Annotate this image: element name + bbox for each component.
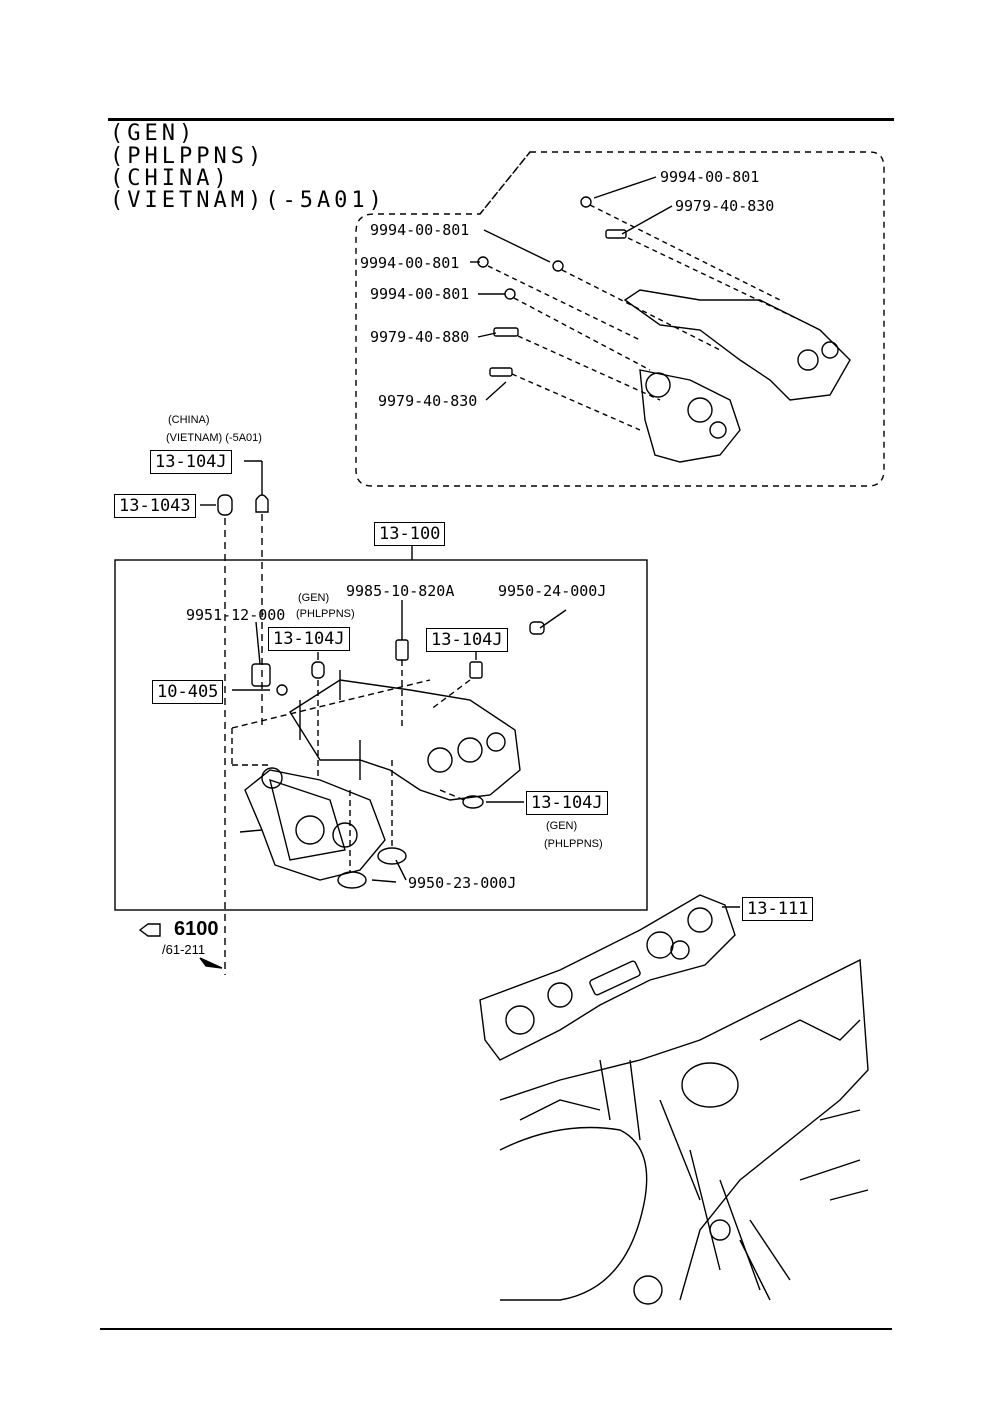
note-china: (CHINA)	[168, 414, 210, 426]
part-label: 9950-23-000J	[408, 874, 517, 892]
ref-box-13-104j-lower[interactable]: 13-104J	[526, 791, 608, 815]
bottom-rule	[100, 1328, 892, 1330]
ref-box-10-405[interactable]: 10-405	[152, 680, 224, 704]
reference-sub: /61-211	[162, 942, 206, 957]
ref-box-13-104j-gen[interactable]: 13-104J	[268, 627, 350, 651]
note-vietnam: (VIETNAM) (-5A01)	[166, 432, 262, 444]
detail-part-label: 9994-00-801	[370, 221, 470, 239]
header-line-3: (CHINA)	[110, 166, 231, 191]
part-label: 9950-24-000J	[498, 582, 607, 600]
detail-part-label: 9994-00-801	[660, 168, 760, 186]
detail-part-label: 9979-40-880	[370, 328, 470, 346]
part-label: 9985-10-820A	[346, 582, 455, 600]
header-line-4: (VIETNAM)(-5A01)	[110, 188, 386, 213]
ref-box-13-104j-mid[interactable]: 13-104J	[426, 628, 508, 652]
note-gen: (GEN)	[298, 592, 330, 604]
detail-part-label: 9994-00-801	[360, 254, 460, 272]
note-gen-2: (GEN)	[546, 820, 578, 832]
top-rule	[108, 118, 894, 121]
ref-box-13-1043[interactable]: 13-1043	[114, 494, 196, 518]
detail-part-label: 9979-40-830	[675, 197, 775, 215]
part-label: 9951-12-000	[186, 606, 286, 624]
reference-page[interactable]: 6100	[174, 918, 219, 940]
ref-box-13-104j-top[interactable]: 13-104J	[150, 450, 232, 474]
header-line-2: (PHLPPNS)	[110, 144, 266, 169]
header-line-1: (GEN)	[110, 121, 197, 146]
ref-box-13-111[interactable]: 13-111	[742, 897, 814, 921]
note-phlppns: (PHLPPNS)	[296, 608, 355, 620]
detail-part-label: 9994-00-801	[370, 285, 470, 303]
note-phlppns-2: (PHLPPNS)	[544, 838, 603, 850]
detail-part-label: 9979-40-830	[378, 392, 478, 410]
ref-box-13-100[interactable]: 13-100	[374, 522, 446, 546]
